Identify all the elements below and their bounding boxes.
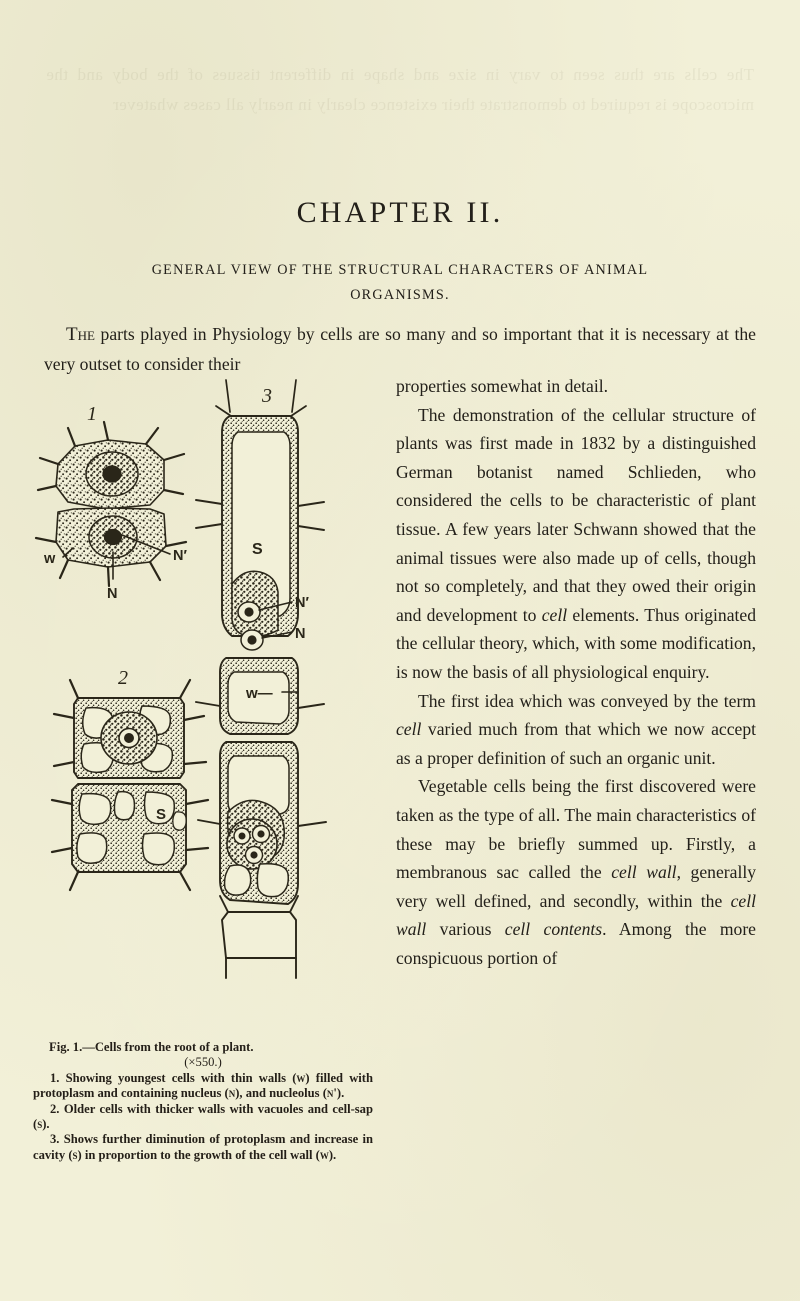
figure-panel-2-number: 2: [118, 667, 128, 689]
figure-label-nucleus-panel3: N: [295, 626, 305, 642]
body-paragraph-3: The first idea which was conveyed by the…: [396, 690, 756, 768]
body-paragraph-4: Vegetable cells being the first discover…: [396, 776, 757, 968]
figure-magnification: (×550.): [184, 1055, 222, 1070]
figure-label-w-panel3: w—: [245, 685, 273, 702]
chapter-subtitle-line-1: GENERAL VIEW OF THE STRUCTURAL CHARACTER…: [151, 262, 649, 278]
body-paragraph-2: The demonstration of the cellular struct…: [396, 404, 757, 682]
figure-panel-1-number: 1: [87, 403, 97, 425]
figure-label-nucleus-panel1: N: [107, 586, 117, 602]
chapter-subtitle: GENERAL VIEW OF THE STRUCTURAL CHARACTER…: [60, 258, 740, 308]
lead-small-caps: The: [66, 324, 95, 345]
chapter-subtitle-line-2: ORGANISMS.: [350, 287, 450, 303]
figure-label-w-panel1: w: [43, 551, 56, 567]
figure-note-3: 3. Shows further diminution of protoplas…: [33, 1132, 373, 1162]
figure-1-caption: Fig. 1.—Cells from the root of a plant. …: [33, 1040, 373, 1163]
lead-paragraph-text: parts played in Physiology by cells are …: [44, 324, 756, 374]
figure-caption-headline: Fig. 1.—Cells from the root of a plant.: [33, 1040, 373, 1055]
figure-note-2: 2. Older cells with thicker walls with v…: [33, 1101, 373, 1132]
figure-number: Fig. 1.: [49, 1040, 83, 1054]
figure-note-1: 1. Showing youngest cells with thin wall…: [33, 1070, 373, 1101]
figure-caption-title: —Cells from the root of a plant.: [82, 1040, 254, 1054]
figure-1-illustration: 1 w N′ N 2: [30, 372, 380, 1032]
figure-panel-3-number: 3: [261, 385, 272, 407]
figure-label-nucleolus-panel3: N′: [295, 595, 309, 611]
lead-paragraph: The parts played in Physiology by cells …: [44, 320, 756, 378]
body-paragraph-1: properties somewhat in detail.: [396, 376, 609, 396]
figure-label-s-panel3-top: S: [252, 541, 263, 558]
figure-label-s-panel2: S: [156, 806, 166, 823]
body-text-column: properties somewhat in detail. The demon…: [396, 372, 756, 972]
figure-label-nucleolus-panel1: N′: [173, 548, 187, 564]
chapter-title: CHAPTER II.: [296, 196, 504, 229]
